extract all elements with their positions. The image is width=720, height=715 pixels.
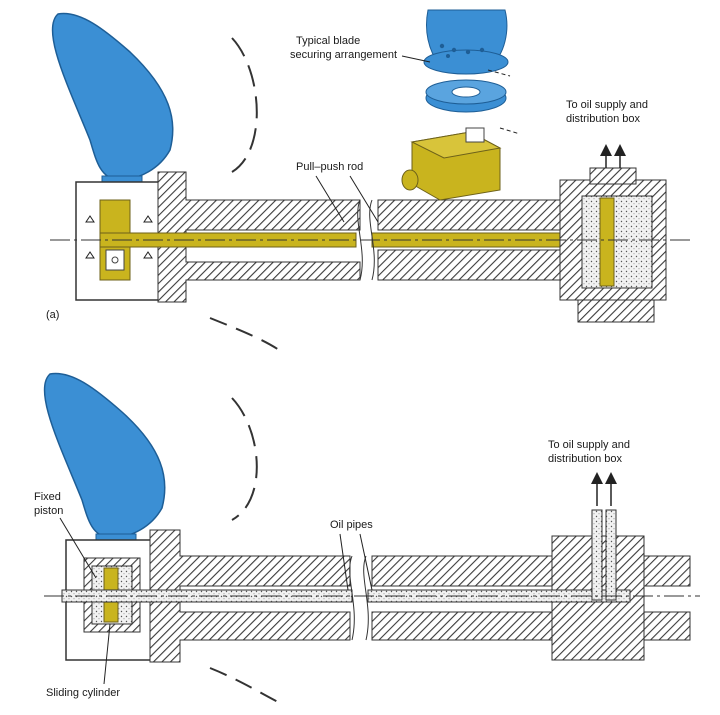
oil-supply-label-a-2: distribution box [566, 113, 640, 125]
blade-arrangement-label-1: Typical blade [296, 35, 360, 47]
oil-box-cap-a [577, 299, 655, 323]
sliding-cylinder-leader [103, 623, 111, 685]
rod-leader-1 [315, 175, 345, 223]
bearing-markers-a [85, 215, 153, 259]
oil-supply-label-b-2: distribution box [548, 453, 622, 465]
panel-label-a: (a) [46, 309, 59, 321]
oil-supply-label-a-1: To oil supply and [566, 99, 648, 111]
blade-sweep-arc-a [231, 37, 258, 173]
crank-pin-a [111, 256, 119, 264]
rod-leader-2 [349, 175, 379, 223]
shaft-break-b [349, 555, 369, 641]
propeller-blade-a [51, 12, 174, 181]
blade-arrangement-label-2: securing arrangement [290, 49, 397, 61]
crank-pin-exploded [465, 127, 485, 143]
bolt-holes [439, 43, 485, 58]
diagram-a: Typical blade securing arrangement Pull–… [46, 9, 690, 353]
pin-head-exploded [401, 169, 419, 191]
exploded-guide-2 [499, 127, 521, 135]
oil-riser-1-b [591, 509, 603, 601]
fixed-piston-label-2: piston [34, 505, 63, 517]
crank-pin-block-a [105, 249, 125, 271]
hub-body-b [149, 529, 351, 663]
oil-supply-label-b-1: To oil supply and [548, 439, 630, 451]
oil-piston-a [599, 197, 615, 287]
oil-pipes-leader-2 [359, 533, 373, 591]
oil-pipes-label: Oil pipes [330, 519, 373, 531]
propeller-blade-b [43, 372, 166, 539]
oil-riser-2-b [605, 509, 617, 601]
diagram-b: Fixed piston Oil pipes To oil supply and… [34, 372, 700, 705]
oil-box-chamber-a [581, 195, 653, 289]
blade-sweep-arc-b [231, 397, 258, 521]
securing-plate-hole [451, 86, 481, 98]
hub-body-a [157, 171, 361, 303]
fixed-piston-label-1: Fixed [34, 491, 61, 503]
pull-push-rod-label: Pull–push rod [296, 161, 363, 173]
blade-arrangement-leader [401, 55, 431, 63]
sliding-cylinder-label: Sliding cylinder [46, 687, 120, 699]
exploded-guide-1 [487, 69, 511, 77]
blade-sweep-arc-a-lower [209, 317, 283, 353]
oil-pipes-leader-1 [339, 533, 349, 591]
shaft-break-a [357, 199, 375, 281]
oil-box-top-a [589, 167, 637, 185]
blade-root-exploded-base [423, 49, 509, 75]
blade-sweep-arc-b-lower [209, 667, 283, 705]
fixed-piston-leader [59, 517, 97, 579]
